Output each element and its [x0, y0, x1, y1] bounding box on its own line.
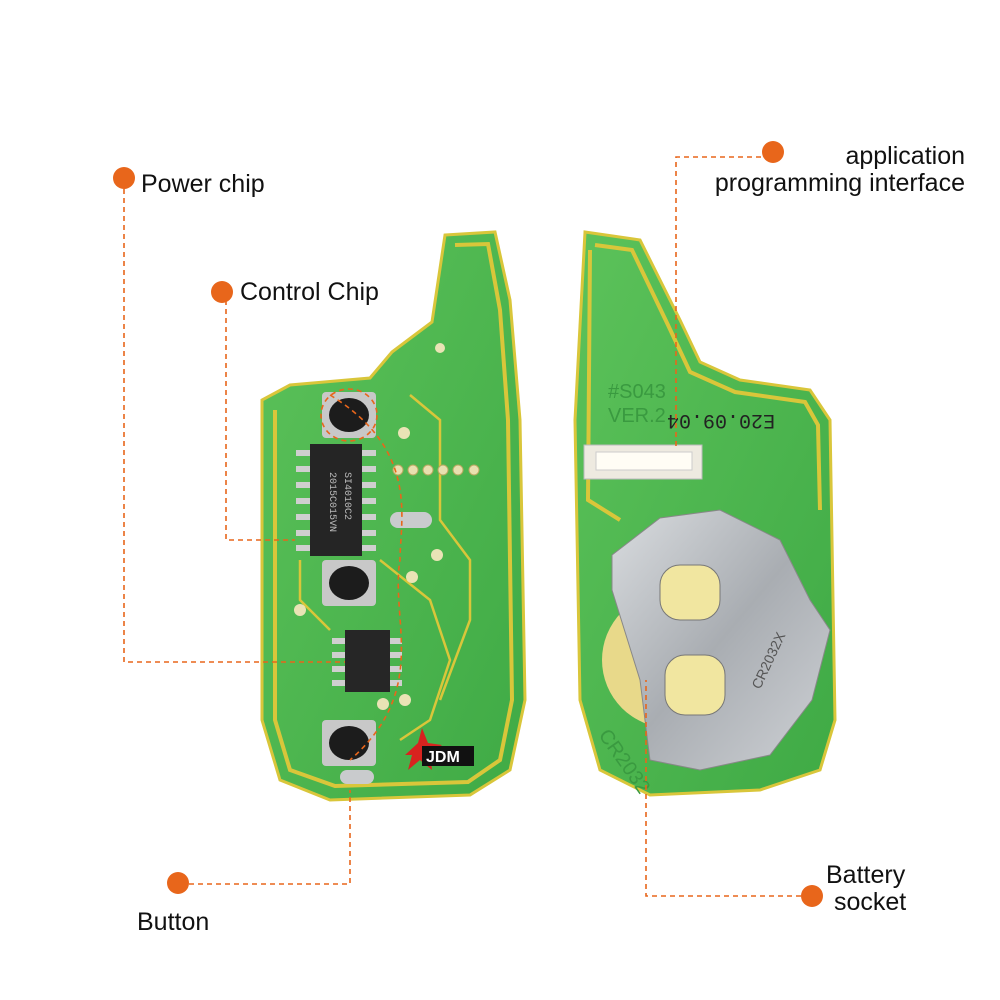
api-label-line1: application	[845, 142, 965, 170]
jdm-logo-text: JDM	[426, 749, 460, 766]
battery-leader	[645, 680, 810, 897]
board-model: #S043	[608, 381, 666, 403]
api-leader	[675, 156, 770, 450]
control-chip-label: Control Chip	[240, 278, 379, 306]
button-leader	[180, 790, 351, 885]
tact-button-middle	[322, 560, 376, 606]
button-dot	[167, 872, 189, 894]
button-label: Button	[137, 908, 210, 936]
tact-button-bottom	[322, 720, 376, 766]
pcb-back: #S043 VER.2 E20.09.04 CR2032X CR2032	[573, 230, 837, 798]
battery-clip: CR2032X	[611, 509, 831, 771]
board-version: VER.2	[608, 405, 666, 427]
date-stamp: E20.09.04	[667, 408, 775, 431]
control-chip: SI4010C2 2015C015VN	[296, 444, 376, 556]
power-chip-dot	[113, 167, 135, 189]
callout-dots	[113, 141, 823, 907]
jdm-logo: JDM	[405, 728, 474, 770]
battery-label-line1: Battery	[826, 861, 906, 889]
power-chip-label: Power chip	[141, 170, 265, 198]
pcb-front: SI4010C2 2015C015VN JDM	[260, 230, 527, 802]
chip-marking-1: SI4010C2	[341, 472, 352, 520]
tact-button-top	[322, 392, 376, 438]
crystal	[390, 512, 432, 528]
api-connector	[583, 444, 703, 480]
header-pads	[392, 464, 480, 476]
api-label-line2: programming interface	[714, 169, 965, 197]
power-chip-leader	[123, 180, 345, 663]
battery-label-line2: socket	[834, 888, 907, 916]
chip-marking-2: 2015C015VN	[326, 472, 337, 532]
callout-lines	[123, 156, 810, 897]
battery-dot	[801, 885, 823, 907]
power-chip	[332, 630, 402, 692]
control-chip-dot	[211, 281, 233, 303]
api-dot	[762, 141, 784, 163]
